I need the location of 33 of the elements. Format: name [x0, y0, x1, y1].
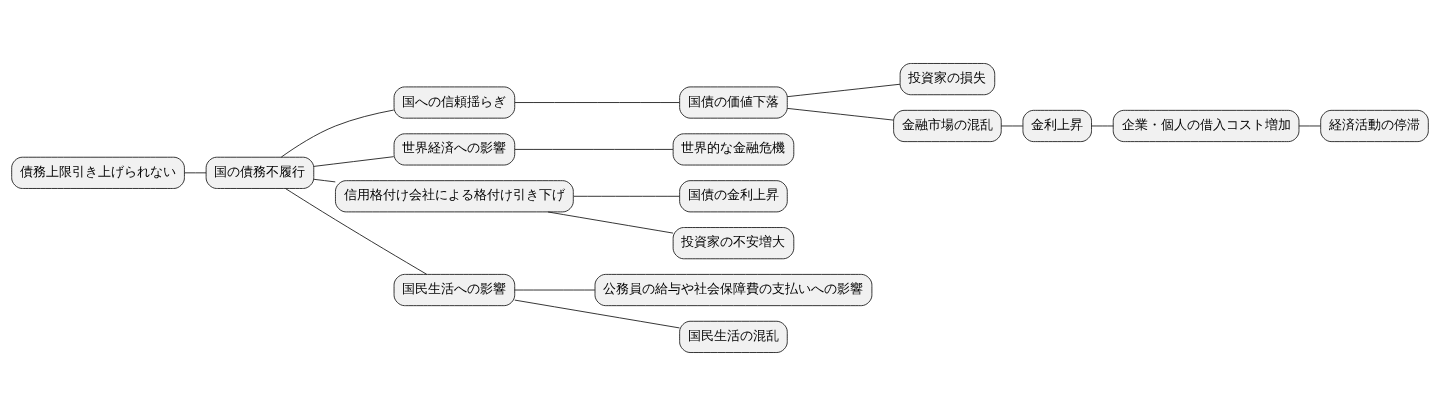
node-box: 経済活動の停滞 — [1320, 109, 1429, 142]
node-box: 国への信頼揺らぎ — [393, 85, 516, 119]
node-box: 金利上昇 — [1022, 109, 1092, 142]
node-box: 世界経済への影響 — [393, 132, 516, 165]
connector — [1000, 125, 1024, 126]
node-box: 債務上限引き上げられない — [11, 156, 185, 189]
connector — [1298, 125, 1321, 126]
connector — [573, 195, 681, 197]
connector — [280, 109, 395, 158]
connector — [514, 299, 680, 328]
node-box: 国の債務不履行 — [205, 156, 315, 189]
node-box: 国民生活の混乱 — [679, 320, 788, 353]
connector — [547, 211, 674, 234]
node-box: 投資家の不安増大 — [672, 226, 795, 259]
connector — [313, 155, 395, 167]
connector — [1091, 125, 1114, 126]
connector — [786, 107, 894, 121]
node-box: 投資家の損失 — [899, 62, 996, 95]
node-box: 国債の金利上昇 — [679, 179, 788, 212]
connector — [285, 187, 428, 275]
connector — [313, 178, 336, 182]
connector — [514, 101, 680, 103]
node-box: 企業・個人の借入コスト増加 — [1112, 109, 1300, 142]
node-box: 信用格付け会社による格付け引き下げ — [335, 179, 574, 212]
node-box: 公務員の給与や社会保障費の支払いへの影響 — [594, 273, 873, 306]
connector — [514, 148, 674, 150]
node-box: 金融市場の混乱 — [893, 109, 1002, 142]
node-box: 国民生活への影響 — [393, 273, 516, 306]
node-box: 世界的な金融危機 — [672, 132, 795, 165]
connector — [514, 289, 596, 290]
connector — [184, 171, 207, 173]
connector — [786, 83, 901, 97]
node-box: 国債の価値下落 — [679, 85, 788, 119]
